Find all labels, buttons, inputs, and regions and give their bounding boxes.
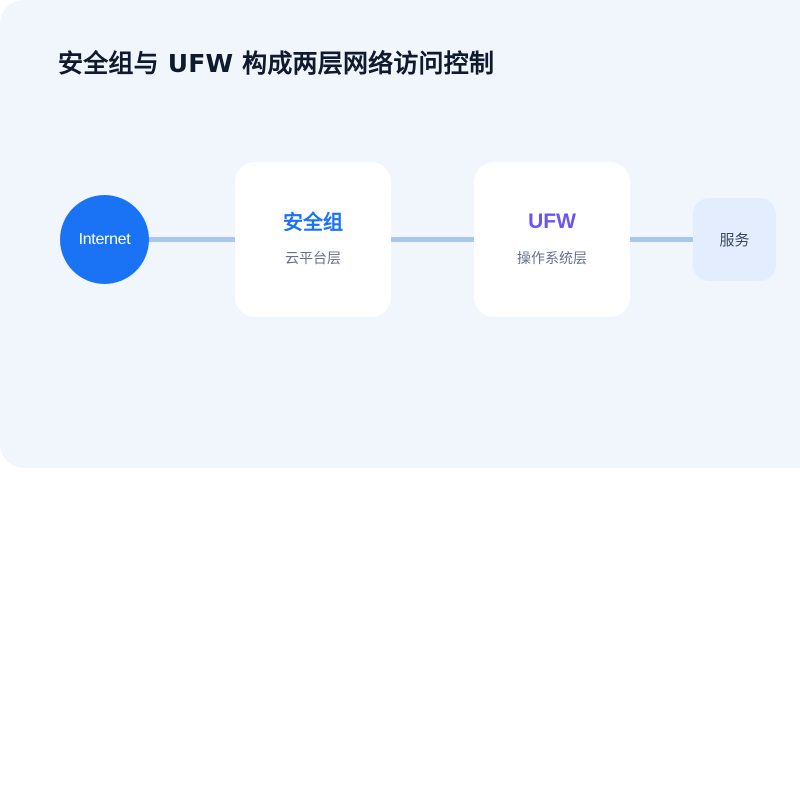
internet-label: Internet bbox=[78, 230, 131, 248]
connector-ufw-to-service bbox=[629, 237, 694, 242]
security-group-label: 安全组 bbox=[283, 209, 343, 234]
service-label: 服务 bbox=[719, 231, 750, 249]
diagram-title: 安全组与 UFW 构成两层网络访问控制 bbox=[58, 49, 495, 78]
security-group-sublabel: 云平台层 bbox=[285, 250, 341, 267]
ufw-node: UFW 操作系统层 bbox=[474, 162, 630, 317]
security-group-node: 安全组 云平台层 bbox=[235, 162, 391, 317]
ufw-sublabel: 操作系统层 bbox=[517, 251, 587, 267]
connector-security-group-to-ufw bbox=[390, 237, 475, 242]
ufw-label: UFW bbox=[528, 210, 576, 233]
service-node: 服务 bbox=[693, 198, 776, 281]
connector-internet-to-security-group bbox=[148, 237, 236, 242]
internet-node: Internet bbox=[60, 195, 149, 284]
